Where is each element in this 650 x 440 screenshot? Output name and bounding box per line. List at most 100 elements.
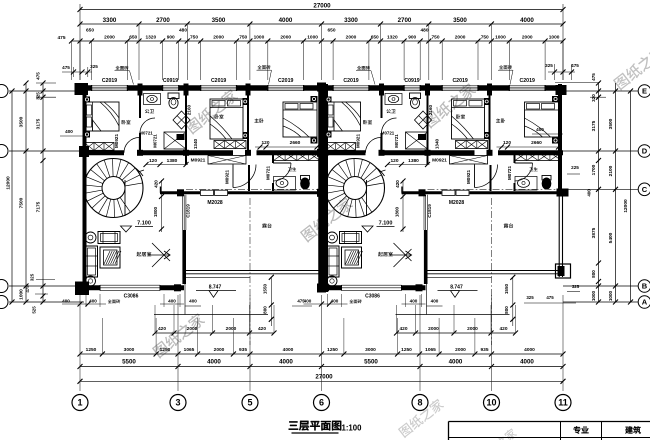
svg-text:1065: 1065 xyxy=(425,347,436,353)
svg-text:420: 420 xyxy=(154,180,159,188)
svg-text:M0721: M0721 xyxy=(381,131,395,136)
svg-text:475: 475 xyxy=(25,285,30,293)
svg-text:M2028: M2028 xyxy=(207,200,223,206)
svg-text:7175: 7175 xyxy=(36,201,42,212)
svg-text:475: 475 xyxy=(591,73,596,81)
svg-text:650: 650 xyxy=(371,35,379,41)
svg-text:120: 120 xyxy=(390,158,398,164)
svg-text:4000: 4000 xyxy=(279,359,293,366)
svg-text:2000: 2000 xyxy=(226,326,237,332)
svg-text:C2019: C2019 xyxy=(520,78,535,84)
svg-text:1250: 1250 xyxy=(401,347,412,353)
svg-text:1000: 1000 xyxy=(19,289,25,300)
svg-text:1000: 1000 xyxy=(307,35,318,41)
svg-text:2660: 2660 xyxy=(290,140,301,146)
svg-text:M2028: M2028 xyxy=(449,200,465,206)
svg-text:750: 750 xyxy=(190,35,198,41)
svg-text:1250: 1250 xyxy=(160,347,171,353)
svg-text:12000: 12000 xyxy=(6,176,12,190)
svg-text:400: 400 xyxy=(65,129,73,134)
svg-text:400: 400 xyxy=(189,299,197,304)
svg-text:325: 325 xyxy=(572,284,580,289)
svg-text:1000: 1000 xyxy=(591,290,596,301)
svg-text:400: 400 xyxy=(62,299,70,304)
svg-text:3500: 3500 xyxy=(212,17,226,24)
svg-text:10: 10 xyxy=(486,398,496,408)
svg-text:27000: 27000 xyxy=(313,3,331,10)
svg-text:420: 420 xyxy=(499,326,507,332)
svg-text:2000: 2000 xyxy=(428,326,439,332)
svg-text:1:100: 1:100 xyxy=(342,424,363,433)
svg-text:M0921: M0921 xyxy=(356,134,361,148)
svg-text:1000: 1000 xyxy=(549,35,560,41)
svg-text:4000: 4000 xyxy=(283,347,294,353)
svg-text:900: 900 xyxy=(167,35,175,41)
svg-text:A: A xyxy=(642,298,648,307)
svg-text:2000: 2000 xyxy=(214,347,225,353)
svg-text:M0921: M0921 xyxy=(466,170,471,184)
svg-text:1250: 1250 xyxy=(86,347,97,353)
svg-text:D: D xyxy=(642,147,648,156)
svg-text:400: 400 xyxy=(304,299,312,304)
svg-text:2160: 2160 xyxy=(428,104,433,115)
svg-text:C0919: C0919 xyxy=(163,78,178,84)
svg-text:3300: 3300 xyxy=(103,17,117,24)
svg-text:2000: 2000 xyxy=(346,35,357,41)
svg-text:400: 400 xyxy=(89,299,97,304)
svg-text:C2019: C2019 xyxy=(278,78,293,84)
svg-text:1340: 1340 xyxy=(193,138,198,149)
svg-text:27000: 27000 xyxy=(315,374,333,381)
svg-text:400: 400 xyxy=(331,299,339,304)
svg-text:5: 5 xyxy=(247,398,252,408)
svg-text:1380: 1380 xyxy=(408,158,419,164)
svg-text:2660: 2660 xyxy=(531,140,542,146)
svg-text:1320: 1320 xyxy=(145,35,156,41)
svg-text:120: 120 xyxy=(149,158,157,164)
svg-text:750: 750 xyxy=(431,35,439,41)
svg-text:3500: 3500 xyxy=(19,116,25,127)
svg-text:2000: 2000 xyxy=(280,35,291,41)
svg-text:2000: 2000 xyxy=(467,326,478,332)
svg-text:650: 650 xyxy=(86,28,94,34)
svg-text:4000: 4000 xyxy=(520,359,534,366)
svg-text:M0721: M0721 xyxy=(507,166,512,180)
svg-text:1000: 1000 xyxy=(608,290,613,301)
svg-text:3175: 3175 xyxy=(36,118,42,129)
svg-text:1800: 1800 xyxy=(395,206,400,217)
svg-text:935: 935 xyxy=(239,347,247,353)
svg-text:2000: 2000 xyxy=(104,35,115,41)
svg-text:325: 325 xyxy=(90,64,98,69)
svg-text:12000: 12000 xyxy=(623,199,629,213)
svg-text:480: 480 xyxy=(179,28,187,34)
svg-text:1250: 1250 xyxy=(327,347,338,353)
svg-text:1340: 1340 xyxy=(435,138,440,149)
svg-text:2000: 2000 xyxy=(187,326,198,332)
svg-text:M0721: M0721 xyxy=(266,166,271,180)
svg-text:120: 120 xyxy=(261,140,269,146)
svg-text:325: 325 xyxy=(30,273,35,281)
svg-text:525: 525 xyxy=(32,306,37,314)
svg-text:2700: 2700 xyxy=(156,17,170,24)
svg-text:M0921: M0921 xyxy=(225,170,230,184)
svg-text:6: 6 xyxy=(319,398,324,408)
svg-text:800: 800 xyxy=(504,306,509,314)
svg-text:750: 750 xyxy=(239,35,247,41)
svg-text:1700: 1700 xyxy=(591,164,597,175)
svg-text:7.100: 7.100 xyxy=(379,221,393,227)
svg-text:1800: 1800 xyxy=(153,206,158,217)
svg-text:400: 400 xyxy=(431,299,439,304)
svg-text:3500: 3500 xyxy=(608,118,614,129)
svg-text:650: 650 xyxy=(129,35,137,41)
svg-text:7500: 7500 xyxy=(19,197,25,208)
svg-text:475: 475 xyxy=(62,65,70,70)
svg-text:475: 475 xyxy=(571,63,579,68)
svg-text:325: 325 xyxy=(526,295,534,300)
svg-text:1: 1 xyxy=(77,398,82,408)
svg-text:420: 420 xyxy=(395,180,400,188)
svg-text:1320: 1320 xyxy=(387,35,398,41)
svg-text:650: 650 xyxy=(327,28,335,34)
svg-text:5500: 5500 xyxy=(364,359,378,366)
svg-text:900: 900 xyxy=(408,35,416,41)
svg-text:475: 475 xyxy=(36,72,41,80)
svg-text:8: 8 xyxy=(417,398,422,408)
